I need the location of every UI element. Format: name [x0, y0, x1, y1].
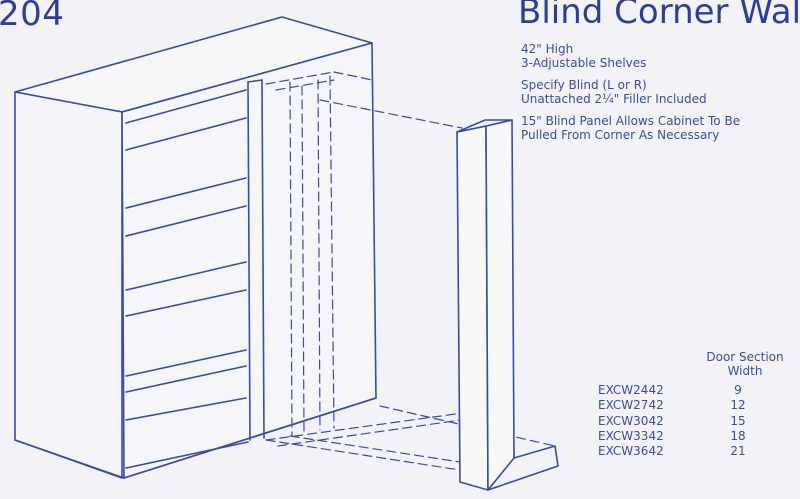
- model-table: EXCW2442 9 EXCW2742 12 EXCW3042 15 EXCW3…: [598, 383, 788, 459]
- door-stile-front: [247, 79, 263, 83]
- door-rail: [125, 441, 249, 469]
- table-row: EXCW3642 21: [598, 444, 788, 459]
- table-row: EXCW3342 18: [598, 429, 788, 444]
- model-cell: EXCW2742: [598, 398, 664, 413]
- spec-group-panel: 15" Blind Panel Allows Cabinet To Be Pul…: [521, 114, 796, 142]
- pullout-line: [289, 81, 293, 437]
- door-rail: [125, 177, 247, 209]
- pullout-line: [265, 411, 471, 441]
- model-cell: EXCW3342: [598, 428, 664, 443]
- pullout-line: [275, 79, 335, 91]
- pullout-line: [265, 439, 461, 471]
- spec-line: Pulled From Corner As Necessary: [521, 128, 720, 142]
- door-rail: [125, 205, 247, 237]
- spec-line: Specify Blind (L or R): [521, 78, 647, 92]
- pullout-line: [317, 79, 321, 431]
- blind-panel-foot: [487, 445, 559, 491]
- door-rail: [125, 117, 247, 151]
- table-row: EXCW2442 9: [598, 383, 788, 398]
- door-rail: [125, 89, 247, 124]
- width-cell: 18: [730, 428, 746, 443]
- model-cell: EXCW3642: [598, 444, 664, 459]
- width-cell: 21: [730, 444, 746, 459]
- model-cell: EXCW3042: [598, 413, 664, 428]
- spec-line: Unattached 2¼" Filler Included: [521, 92, 707, 106]
- door-rail: [125, 397, 247, 421]
- cabinet-side: [14, 91, 123, 479]
- table-row: EXCW3042 15: [598, 414, 788, 429]
- pullout-line: [329, 75, 335, 429]
- spec-line: 15" Blind Panel Allows Cabinet To Be: [521, 114, 741, 128]
- blind-panel-top: [456, 119, 513, 133]
- table-header-line: Door Section: [706, 350, 784, 364]
- door-stile-right: [261, 79, 265, 439]
- table-header: Door Section Width: [690, 350, 800, 378]
- door-stile-left: [247, 81, 251, 441]
- cabinet-bottom: [123, 397, 377, 479]
- table-row: EXCW2742 12: [598, 398, 788, 413]
- spec-group-blind: Specify Blind (L or R) Unattached 2¼" Fi…: [521, 78, 796, 106]
- blind-panel-side: [456, 125, 489, 491]
- model-cell: EXCW2442: [598, 383, 664, 397]
- table-header-line: Width: [727, 364, 763, 378]
- door-rail: [125, 349, 247, 377]
- width-cell: 9: [734, 383, 742, 397]
- door-rail: [125, 289, 247, 317]
- pullout-line: [319, 99, 463, 129]
- page-title: Blind Corner Wall: [518, 0, 800, 32]
- pullout-line: [265, 71, 335, 85]
- pullout-line: [289, 435, 461, 463]
- spec-group-height: 42" High 3-Adjustable Shelves: [521, 42, 796, 70]
- blind-panel-front: [485, 119, 515, 491]
- spec-line: 3-Adjustable Shelves: [521, 56, 647, 70]
- pullout-line: [301, 85, 305, 435]
- width-cell: 15: [730, 413, 746, 428]
- width-cell: 12: [730, 398, 746, 413]
- page-number: 204: [0, 0, 65, 34]
- spec-list: 42" High 3-Adjustable Shelves Specify Bl…: [521, 42, 796, 150]
- pullout-line: [333, 71, 373, 81]
- spec-line: 42" High: [521, 42, 574, 56]
- pullout-line: [277, 417, 476, 447]
- door-rail: [125, 261, 247, 291]
- door-rail: [125, 365, 247, 393]
- cabinet-side-bottom: [14, 439, 125, 479]
